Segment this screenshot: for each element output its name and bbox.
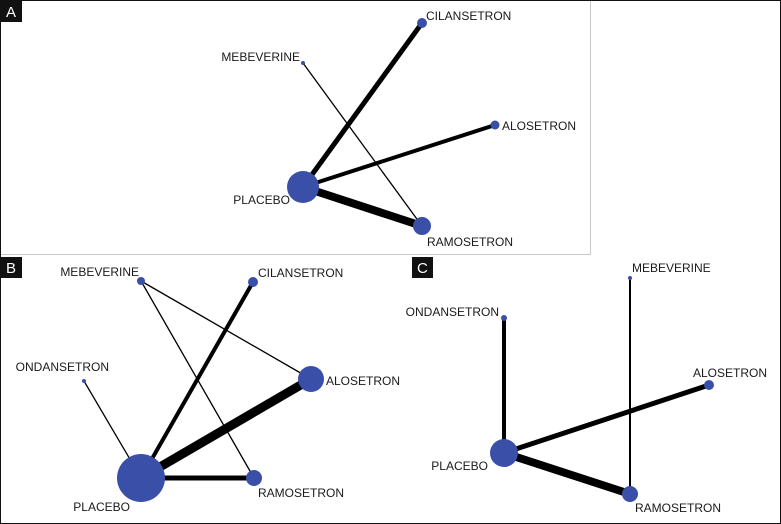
panel-c-node-mebeverine <box>628 276 632 280</box>
panel-c-edge-placebo-alosetron <box>503 382 710 456</box>
panel-a-letter: A <box>6 4 16 21</box>
panel-c-label-ondansetron: ONDANSETRON <box>406 305 499 319</box>
panel-a-edge-placebo-cilansetron <box>300 21 425 189</box>
panel-b-node-alosetron <box>298 366 324 392</box>
panel-a-node-cilansetron <box>417 18 427 28</box>
panel-b-node-ramosetron <box>246 470 262 486</box>
panel-c-edge-placebo-ramosetron <box>502 449 632 498</box>
panel-c-node-ondansetron <box>501 315 507 321</box>
panel-b-label-alosetron: ALOSETRON <box>326 374 400 388</box>
panel-c-label-ramosetron: RAMOSETRON <box>635 501 721 515</box>
panel-c-node-ramosetron <box>622 486 638 502</box>
panel-a-node-placebo <box>287 171 319 203</box>
panel-a-edge-placebo-alosetron <box>302 123 496 189</box>
panel-a-node-mebeverine <box>301 61 305 65</box>
panel-c-label-alosetron: ALOSETRON <box>693 366 767 380</box>
panel-a-label-ramosetron: RAMOSETRON <box>427 235 513 249</box>
panel-b-edge-mebeverine-ramosetron <box>140 280 255 479</box>
panel-a-label-mebeverine: MEBEVERINE <box>221 50 300 64</box>
panel-a: CILANSETRON MEBEVERINE ALOSETRON PLACEBO RAM… <box>1 1 576 249</box>
panel-b-node-placebo <box>117 454 165 502</box>
panel-b: MEBEVERINE CILANSETRON ONDANSETRON ALOSETRO… <box>1 257 400 514</box>
panel-b-label-cilansetron: CILANSETRON <box>258 266 343 280</box>
panel-b-node-ondansetron <box>82 379 86 383</box>
panel-b-letter: B <box>6 260 16 277</box>
panel-c: MEBEVERINE ONDANSETRON ALOSETRON PLACEBO RAM… <box>406 257 767 515</box>
panel-c-node-alosetron <box>704 380 714 390</box>
panel-b-edge-placebo-cilansetron <box>139 281 255 479</box>
panel-b-node-mebeverine <box>137 277 145 285</box>
panel-a-label-alosetron: ALOSETRON <box>502 119 576 133</box>
panel-c-letter-bg <box>412 257 433 278</box>
panel-b-label-ramosetron: RAMOSETRON <box>258 486 344 500</box>
panel-c-label-placebo: PLACEBO <box>431 459 488 473</box>
panel-a-edge-placebo-ramosetron <box>301 183 424 230</box>
panel-b-node-cilansetron <box>248 277 258 287</box>
panel-b-label-placebo: PLACEBO <box>73 500 130 514</box>
panel-a-node-alosetron <box>490 120 500 130</box>
panel-a-label-placebo: PLACEBO <box>233 193 290 207</box>
panel-a-letter-bg <box>1 1 22 22</box>
panel-c-letter: C <box>417 260 428 277</box>
panel-b-letter-bg <box>1 257 22 278</box>
panel-a-label-cilansetron: CILANSETRON <box>426 9 511 23</box>
panel-c-node-placebo <box>490 439 518 467</box>
panel-c-label-mebeverine: MEBEVERINE <box>632 261 711 275</box>
panel-b-label-mebeverine: MEBEVERINE <box>60 265 139 279</box>
panel-b-edge-mebeverine-alosetron <box>140 280 312 380</box>
panel-a-edge-mebeverine-ramosetron <box>302 62 423 227</box>
panel-b-label-ondansetron: ONDANSETRON <box>16 360 109 374</box>
panel-a-node-ramosetron <box>413 217 431 235</box>
